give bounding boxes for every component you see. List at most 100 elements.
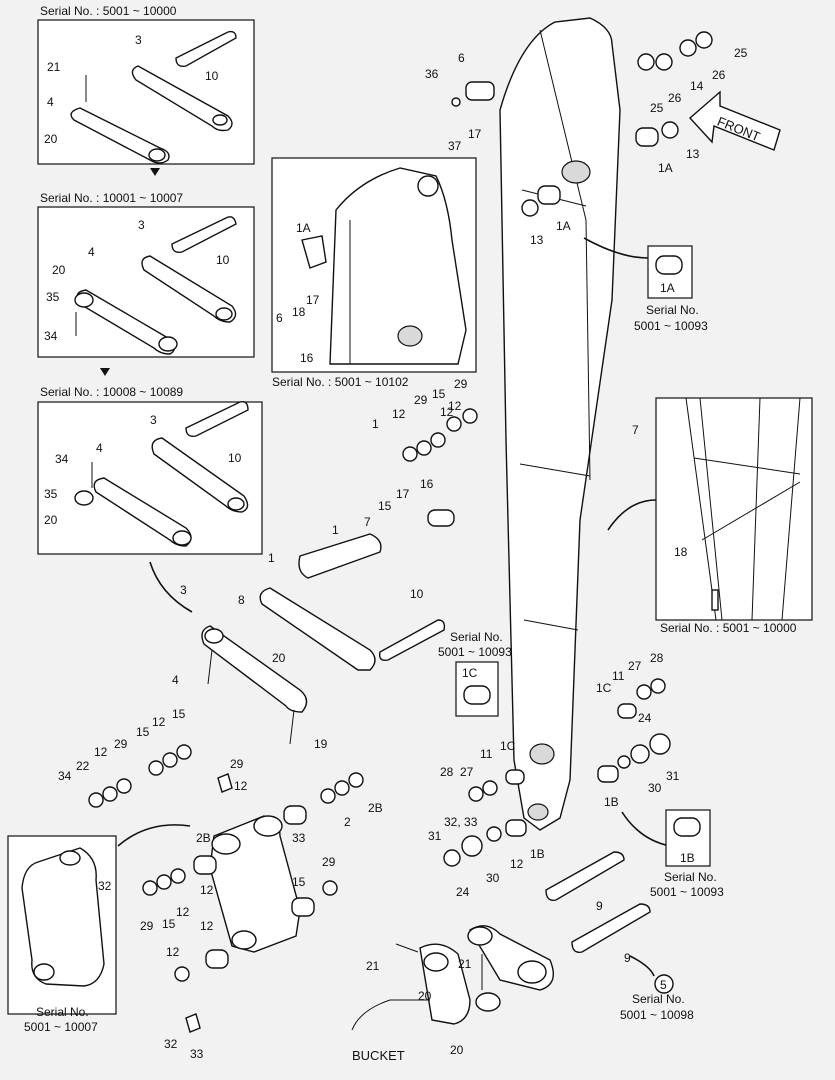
label-1-main: 7 <box>632 423 639 437</box>
arrow-down-2 <box>100 368 110 376</box>
label-31-r: 31 <box>666 769 680 783</box>
serial-label-c: Serial No. : 10008 ~ 10089 <box>40 385 183 399</box>
inset-1a-label: 1A <box>660 281 675 295</box>
serial-1a-line2: 5001 ~ 10093 <box>634 319 708 333</box>
callout-curve-c <box>149 561 193 613</box>
label-20-a: 20 <box>44 132 58 146</box>
inset-1b-label: 1B <box>680 851 695 865</box>
inset-c-frame <box>37 401 263 555</box>
label-20-a: 20 <box>418 989 432 1003</box>
label-2B-a: 33 <box>292 831 306 845</box>
inset-1c-label: 1C <box>462 666 478 680</box>
label-15-m1: 29 <box>414 393 428 407</box>
label-1A-a: 1A <box>658 161 673 175</box>
label-11-r: 11 <box>612 669 625 683</box>
bushing-1b <box>673 817 701 837</box>
label-13-a: 13 <box>686 147 700 161</box>
label-3-a: 3 <box>135 33 142 47</box>
label-1C-l: 1C <box>500 739 516 753</box>
label-36: 36 <box>425 67 439 81</box>
label-12-l1: 34 <box>58 769 72 783</box>
serial-label-d: Serial No. : 5001 ~ 10102 <box>272 375 409 389</box>
label-14: 14 <box>690 79 704 93</box>
label-3-main: 1 <box>268 551 275 565</box>
bucket-label: BUCKET <box>352 1048 405 1063</box>
arrow-down-1 <box>150 168 160 176</box>
serial-j-line2: 5001 ~ 10007 <box>24 1020 98 1034</box>
mid-washer-group <box>402 408 478 527</box>
label-12-l2: 29 <box>114 737 128 751</box>
label-7: 16 <box>420 477 434 491</box>
inset-f-frame <box>655 397 813 621</box>
label-25-a: 25 <box>734 46 748 60</box>
inset-a-link <box>70 30 237 164</box>
bucket-linkage <box>351 925 554 1031</box>
label-3-b: 3 <box>138 218 145 232</box>
serial-1a-line1: Serial No. <box>646 303 699 317</box>
label-32-a: 29 <box>230 757 244 771</box>
label-27-l: 27 <box>460 765 474 779</box>
main-boom <box>499 17 621 831</box>
label-12-f: 12 <box>510 857 524 871</box>
label-2B-b: 12 <box>200 883 214 897</box>
label-33-a: 12 <box>234 779 248 793</box>
pin-9-group <box>545 851 651 953</box>
label-6-top: 6 <box>458 51 465 65</box>
front-arrow: FRONT <box>688 90 781 151</box>
serial-1c-line1: Serial No. <box>450 630 503 644</box>
inset-c-link <box>74 400 249 547</box>
label-29-l1: 22 <box>76 759 90 773</box>
bushing-1c <box>463 685 491 705</box>
label-10-a: 10 <box>205 69 219 83</box>
label-13-b: 13 <box>530 233 544 247</box>
label-15-r: 2 <box>344 815 351 829</box>
callout-curve-1a <box>583 237 649 259</box>
label-12-l3: 15 <box>172 707 186 721</box>
callout-curve-j <box>117 824 191 847</box>
label-12-m2: 29 <box>454 377 468 391</box>
label-9-b: 9 <box>624 951 631 965</box>
ref-5-circle <box>654 974 674 994</box>
label-17-top: 17 <box>468 127 482 141</box>
label-1A-b: 1A <box>556 219 571 233</box>
inset-d-boomhead <box>301 167 467 365</box>
label-21-a: 21 <box>366 959 380 973</box>
label-21-a: 21 <box>47 60 61 74</box>
label-3-c: 3 <box>150 413 157 427</box>
label-2-j: 32 <box>98 879 112 893</box>
label-1B-l: 1B <box>530 847 545 861</box>
label-34-c: 34 <box>55 452 69 466</box>
label-15-l1: 12 <box>94 745 108 759</box>
label-29-lo: 29 <box>140 919 154 933</box>
inset-b-link <box>74 216 237 355</box>
label-20-b: 20 <box>52 263 66 277</box>
label-1B-r: 1B <box>604 795 619 809</box>
label-15-lo: 15 <box>162 917 176 931</box>
main-link-group <box>201 533 446 745</box>
label-20-c: 20 <box>44 513 58 527</box>
label-4-b: 4 <box>88 245 95 259</box>
label-28-l: 28 <box>440 765 454 779</box>
label-17-m: 15 <box>378 499 392 513</box>
link-2-assembly <box>193 773 315 969</box>
link2-washer-group <box>142 772 364 1033</box>
label-2A-b: 12 <box>200 919 214 933</box>
label-2-main: 2B <box>196 831 211 845</box>
label-22: 19 <box>314 737 328 751</box>
label-15-l2: 15 <box>136 725 150 739</box>
label-2A-a: 15 <box>292 875 306 889</box>
callout-curve-1b <box>621 811 671 847</box>
label-16-m: 17 <box>396 487 410 501</box>
label-31-l: 31 <box>428 829 442 843</box>
label-24-l: 24 <box>456 885 470 899</box>
label-28-r: 28 <box>650 651 664 665</box>
label-4-main: 8 <box>238 593 245 607</box>
label-33-b: 33 <box>190 1047 204 1061</box>
label-34-b: 34 <box>44 329 58 343</box>
label-10-b: 10 <box>216 253 230 267</box>
label-12-r1: 29 <box>322 855 336 869</box>
label-6-d: 1A <box>296 221 311 235</box>
label-32-33: 32, 33 <box>444 815 478 829</box>
label-35-b: 35 <box>46 290 60 304</box>
